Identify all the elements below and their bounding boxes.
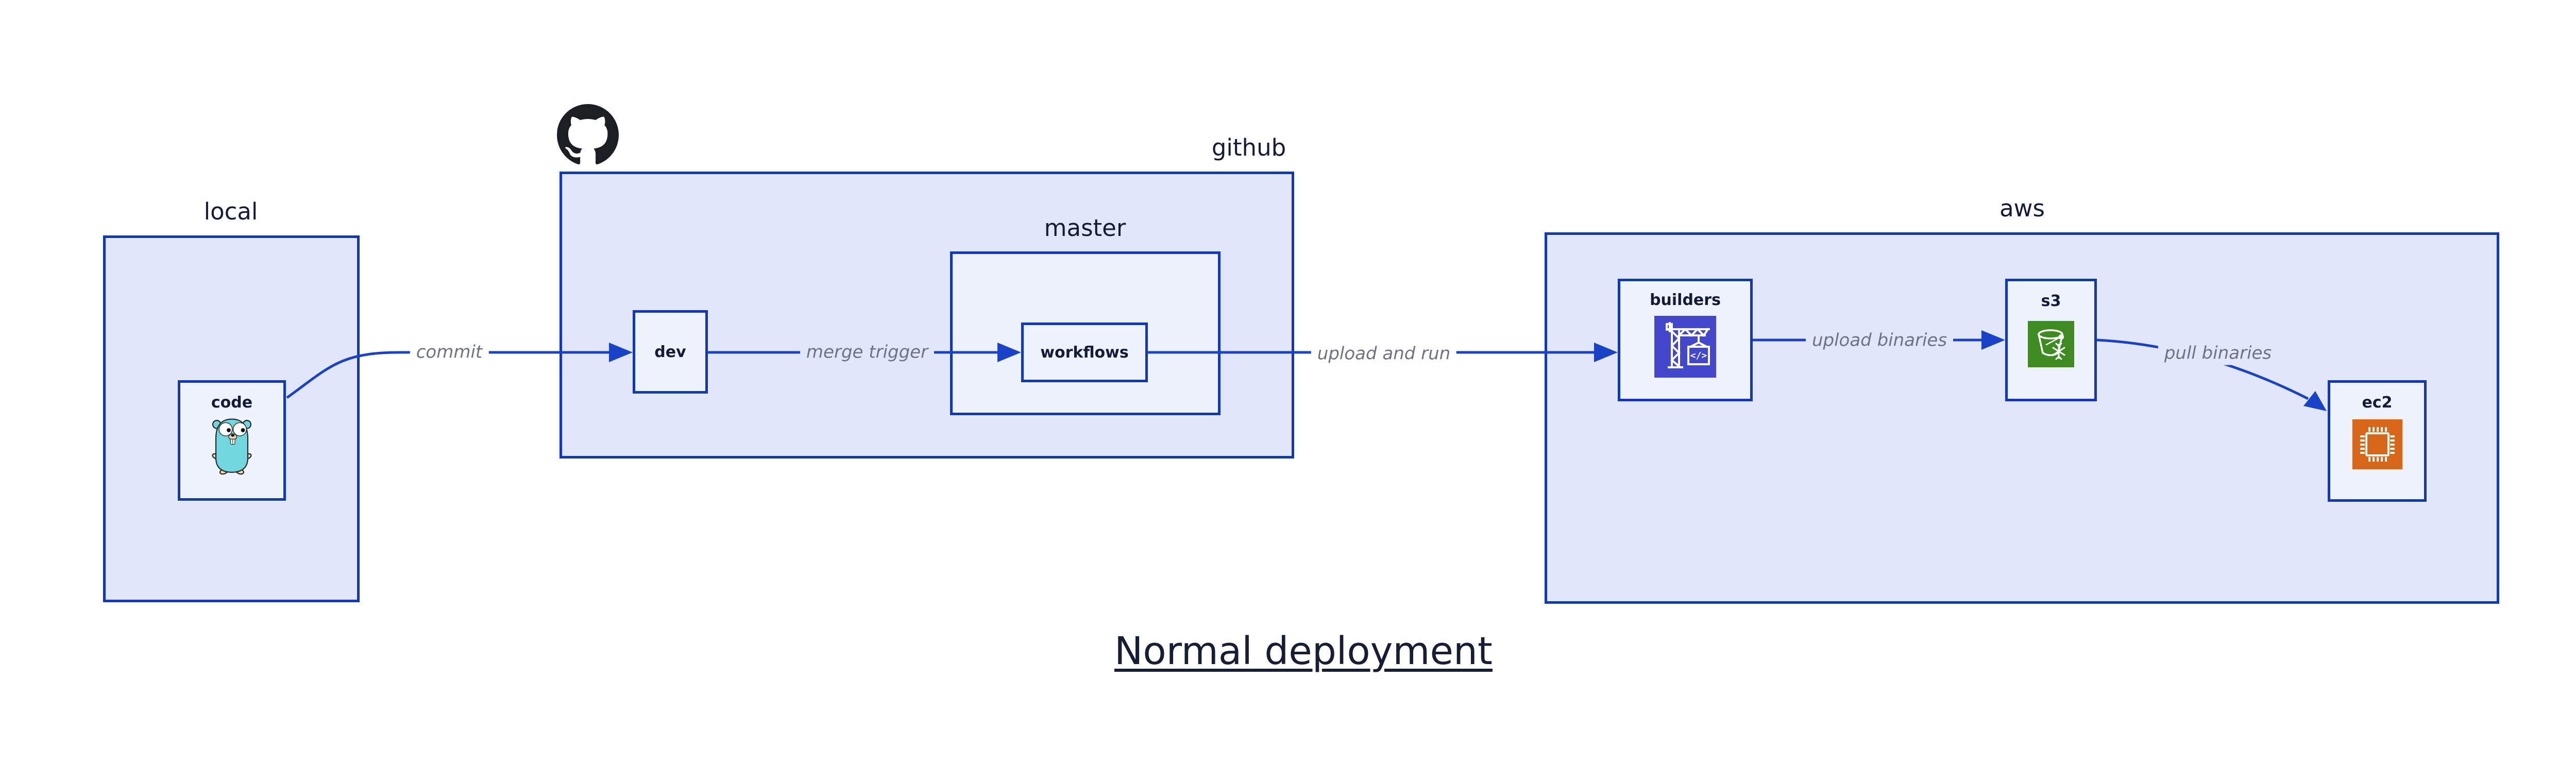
edge-label-pull-binaries: pull binaries [2158, 342, 2278, 365]
ec2-node-label: ec2 [2362, 394, 2393, 412]
edge-label-merge-trigger: merge trigger [800, 341, 935, 364]
edge-label-commit: commit [410, 341, 489, 364]
node-code: code [178, 380, 286, 501]
aws-group-label: aws [1999, 195, 2045, 222]
edge-label-upload-binaries: upload binaries [1805, 329, 1954, 352]
github-octocat-mark [557, 104, 619, 165]
github-icon [557, 104, 619, 166]
node-dev: dev [633, 310, 708, 394]
dev-node-label: dev [654, 343, 686, 361]
node-workflows: workflows [1021, 322, 1148, 382]
master-group-label: master [1044, 214, 1126, 242]
builders-node-label: builders [1650, 291, 1721, 309]
ec2-chip-icon [2352, 419, 2402, 469]
s3-node-label: s3 [2041, 292, 2061, 310]
builders-icon-glyph: </> [1690, 350, 1707, 361]
node-ec2: ec2 [2328, 380, 2427, 502]
edge-label-upload-and-run: upload and run [1311, 342, 1457, 366]
code-node-label: code [211, 394, 253, 412]
workflows-node-label: workflows [1040, 343, 1129, 362]
codebuild-crane-icon: </> [1654, 316, 1716, 378]
diagram-title: Normal deployment [1114, 629, 1493, 673]
github-group-label: github [1211, 134, 1286, 161]
node-s3: s3 [2005, 279, 2097, 401]
node-builders: builders </> [1618, 279, 1753, 401]
go-gopher-icon [212, 418, 252, 475]
s3-glacier-bucket-icon [2028, 321, 2074, 367]
local-group-label: local [204, 198, 258, 225]
